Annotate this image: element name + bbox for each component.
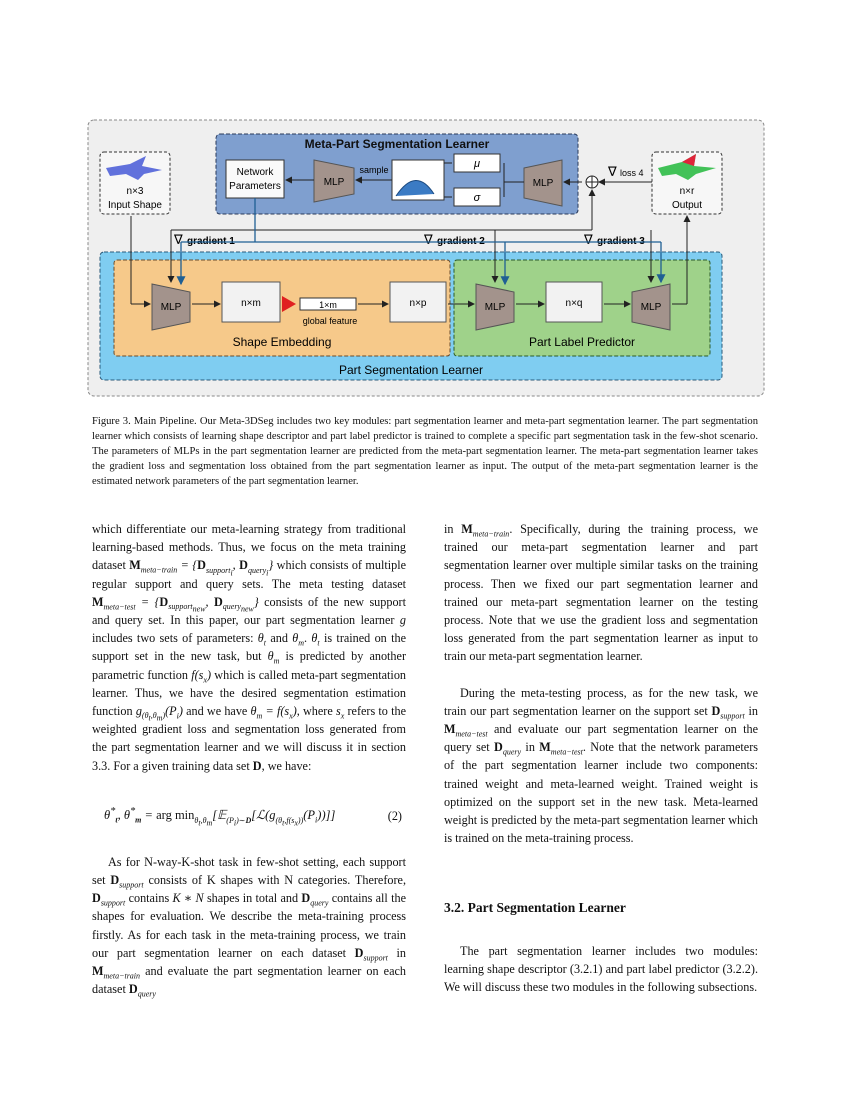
equation-2-number: (2) — [387, 808, 402, 823]
meta-mlp-2-label: MLP — [533, 178, 554, 189]
embed-mlp — [151, 283, 191, 331]
loss4-nabla: ∇ — [607, 164, 617, 179]
sigma-label: σ — [474, 192, 481, 204]
shape-embedding-title: Shape Embedding — [233, 335, 332, 349]
mu-box — [453, 153, 501, 173]
nxp-label: n×p — [410, 298, 427, 309]
left-paragraph-2: As for N-way-K-shot task in few-shot set… — [92, 854, 406, 999]
sample-label: sample — [359, 165, 388, 175]
right-paragraph-1: in Mmeta−train. Specifically, during the… — [444, 522, 758, 664]
part-label-predictor-title: Part Label Predictor — [529, 335, 635, 349]
network-parameters-label-1: Network — [237, 167, 275, 178]
output-airplane — [658, 154, 716, 180]
left-column: which differentiate our meta-learning st… — [92, 520, 406, 998]
nxp-box — [389, 281, 447, 323]
output-dim: n×r — [680, 186, 695, 197]
nxm-box — [221, 281, 281, 323]
left-paragraph-1: which differentiate our meta-learning st… — [92, 522, 407, 773]
global-feature-label: global feature — [303, 316, 358, 326]
equation-2-body: θ*t, θ*m = arg minθt,θm[𝔼(Pi)∼D[ℒ(g(θt,f… — [104, 805, 336, 828]
meta-mlp-2 — [523, 159, 563, 207]
mu-label: μ — [473, 158, 480, 170]
output-label: Output — [672, 200, 702, 211]
right-paragraph-2: During the meta-testing process, as for … — [444, 685, 759, 846]
equation-2: θ*t, θ*m = arg minθt,θm[𝔼(Pi)∼D[ℒ(g(θt,f… — [92, 787, 406, 843]
distribution-curve — [395, 180, 435, 197]
input-airplane — [106, 156, 162, 180]
global-feature-box — [299, 297, 357, 311]
onexm-label: 1×m — [319, 300, 337, 310]
predictor-mlp-1 — [475, 283, 515, 331]
input-dim: n×3 — [127, 186, 144, 197]
part-seg-learner-title: Part Segmentation Learner — [339, 363, 483, 377]
input-label: Input Shape — [108, 200, 162, 211]
predictor-mlp-2-label: MLP — [641, 302, 662, 313]
meta-mlp-1 — [313, 159, 355, 203]
section-heading: 3.2. Part Segmentation Learner — [444, 900, 626, 916]
meta-learner-title: Meta-Part Segmentation Learner — [305, 137, 490, 151]
nxq-label: n×q — [566, 298, 583, 309]
network-parameters-box — [225, 159, 285, 199]
figure-caption: Figure 3. Main Pipeline. Our Meta-3DSeg … — [92, 416, 758, 487]
nxq-box — [545, 281, 603, 323]
embed-mlp-label: MLP — [161, 302, 182, 313]
right-column: in Mmeta−train. Specifically, during the… — [444, 520, 758, 996]
maxpool-arrow — [282, 296, 296, 312]
gradient3-nabla: ∇ — [583, 232, 593, 247]
nxm-label: n×m — [241, 298, 261, 309]
right-paragraph-3: The part segmentation learner includes t… — [444, 943, 758, 995]
predictor-mlp-1-label: MLP — [485, 302, 506, 313]
pipeline-figure: Meta-Part Segmentation Learner Network P… — [86, 118, 766, 398]
gradient1-nabla: ∇ — [173, 232, 183, 247]
pipeline-diagram: Meta-Part Segmentation Learner Network P… — [87, 119, 765, 397]
sigma-box — [453, 187, 501, 207]
network-parameters-label-2: Parameters — [229, 181, 281, 192]
meta-mlp-1-label: MLP — [324, 177, 345, 188]
predictor-mlp-2 — [631, 283, 671, 331]
loss4-label: loss 4 — [620, 168, 644, 178]
gradient2-nabla: ∇ — [423, 232, 433, 247]
